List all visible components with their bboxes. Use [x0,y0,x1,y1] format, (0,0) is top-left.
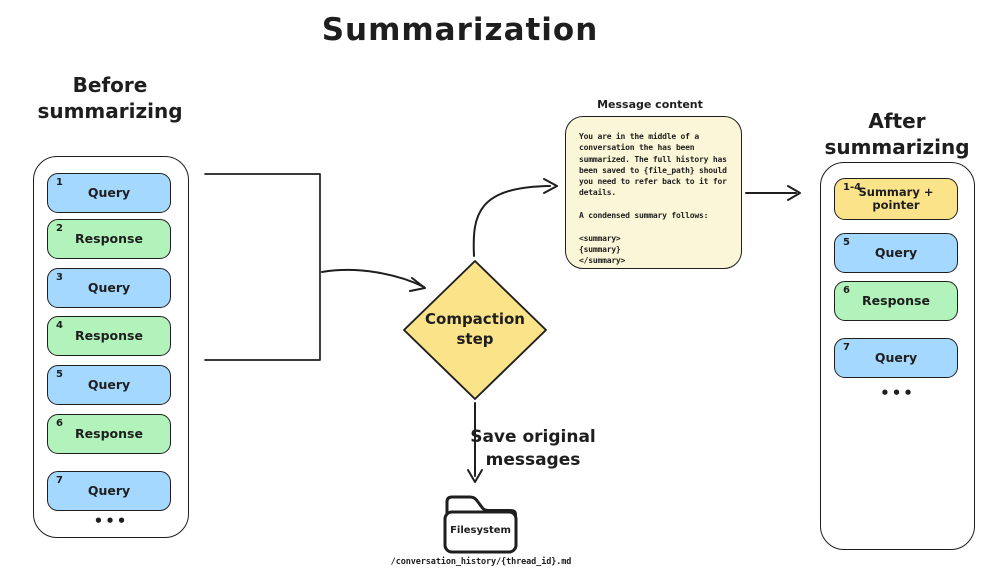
message-number: 5 [56,369,63,380]
message-box-2: 2 Response [47,219,171,259]
message-label: Query [87,279,131,295]
compaction-label: Compaction step [425,310,525,348]
after-heading: After summarizing [824,109,970,159]
message-label: Query [874,244,918,260]
message-box-7-after: 7 Query [834,338,958,378]
message-box-6-after: 6 Response [834,281,958,321]
file-path: /conversation_history/{thread_id}.md [390,557,572,567]
message-box-7: 7 Query [47,471,171,511]
note-body: You are in the middle of a conversation … [579,132,727,266]
message-label: Summary + pointer [858,184,934,212]
arrow-to-after [745,185,801,201]
message-box-6: 6 Response [47,414,171,454]
message-number: 7 [843,342,850,353]
note-box: You are in the middle of a conversation … [565,116,742,269]
message-box-1: 1 Query [47,173,171,213]
after-container: 1-4 Summary + pointer 5 Query 6 Response… [820,162,975,550]
note-caption: Message content [597,98,703,111]
message-number: 7 [56,475,63,486]
message-box-5: 5 Query [47,365,171,405]
message-box-5-after: 5 Query [834,233,958,273]
message-number: 6 [843,285,850,296]
message-label: Query [87,376,131,392]
message-label: Response [75,425,143,441]
after-more-dots: ••• [880,384,915,402]
message-number: 1 [56,177,63,188]
message-number: 3 [56,272,63,283]
message-number: 1-4 [843,182,862,193]
summary-box: 1-4 Summary + pointer [834,178,958,220]
message-number: 2 [56,223,63,234]
save-label: Save original messages [470,427,596,470]
message-box-3: 3 Query [47,268,171,308]
filesystem-label: Filesystem [450,525,511,536]
grouping-bracket [204,173,321,361]
diagram-title: Summarization [321,12,599,48]
message-label: Response [75,327,143,343]
message-label: Response [862,292,930,308]
arrow-to-note [472,178,558,257]
message-label: Query [87,184,131,200]
arrow-to-compaction [321,269,426,292]
message-label: Query [87,482,131,498]
before-heading: Before summarizing [37,73,183,123]
message-number: 5 [843,237,850,248]
message-label: Response [75,230,143,246]
message-number: 4 [56,320,63,331]
message-box-4: 4 Response [47,316,171,356]
message-number: 6 [56,418,63,429]
before-container: 1 Query 2 Response 3 Query 4 Response 5 … [33,156,189,538]
message-label: Query [874,349,918,365]
before-more-dots: ••• [93,512,129,530]
